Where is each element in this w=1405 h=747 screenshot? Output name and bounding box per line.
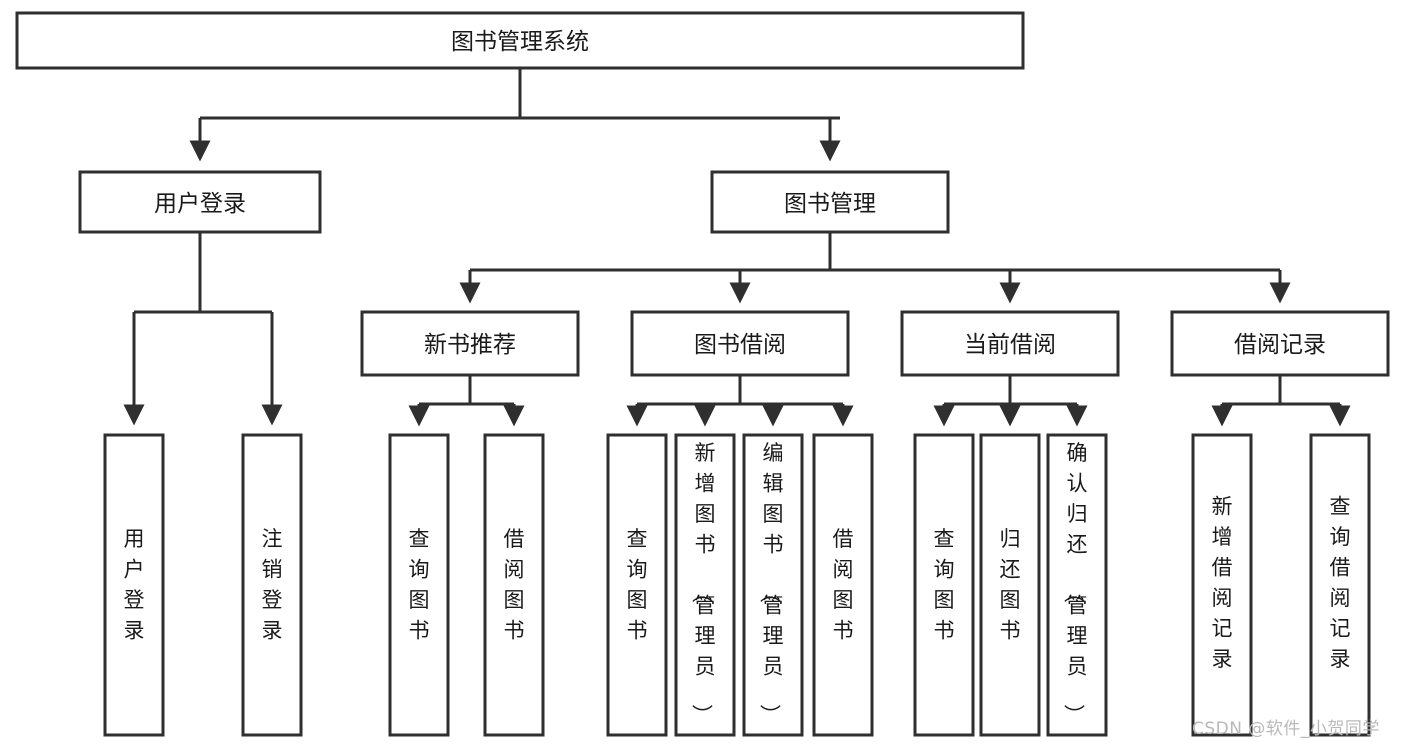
- node-leaf-query-book-1[interactable]: 查询图书: [388, 433, 450, 737]
- node-leaf-edit-book-admin[interactable]: 编辑图书（管理员）: [742, 433, 804, 737]
- node-borrow-record-box[interactable]: [1170, 310, 1390, 377]
- node-leaf-confirm-return-admin-box[interactable]: [1046, 433, 1108, 737]
- node-leaf-add-book-admin[interactable]: 新增图书（管理员）: [674, 433, 736, 737]
- node-book-manage-label: 图书管理: [784, 191, 876, 217]
- node-new-book-rec-label: 新书推荐: [424, 332, 516, 358]
- node-leaf-query-book-3[interactable]: 查询图书: [913, 433, 975, 737]
- node-user-login[interactable]: 用户登录: [78, 170, 322, 234]
- node-book-borrow-box[interactable]: [630, 310, 850, 377]
- node-leaf-add-borrow-record-label: 新增借阅记录: [1212, 495, 1233, 672]
- node-leaf-edit-book-admin-label: 编辑图书（管理员）: [758, 441, 784, 725]
- node-new-book-rec-box[interactable]: [360, 310, 580, 377]
- node-leaf-query-borrow-record-label: 查询借阅记录: [1330, 495, 1351, 672]
- node-leaf-user-login[interactable]: 用户登录: [103, 433, 165, 737]
- node-leaf-query-borrow-record-box[interactable]: [1309, 433, 1371, 737]
- node-book-manage[interactable]: 图书管理: [710, 170, 950, 234]
- node-leaf-query-book-2-box[interactable]: [606, 433, 668, 737]
- node-leaf-add-borrow-record-box[interactable]: [1191, 433, 1253, 737]
- node-leaf-query-borrow-record[interactable]: 查询借阅记录: [1309, 433, 1371, 737]
- node-user-login-box[interactable]: [78, 170, 322, 234]
- node-leaf-query-book-1-box[interactable]: [388, 433, 450, 737]
- node-current-borrow-box[interactable]: [900, 310, 1120, 377]
- node-leaf-logout-label: 注销登录: [262, 527, 283, 643]
- node-leaf-borrow-book-2[interactable]: 借阅图书: [812, 433, 874, 737]
- node-leaf-add-book-admin-box[interactable]: [674, 433, 736, 737]
- node-leaf-user-login-box[interactable]: [103, 433, 165, 737]
- node-leaf-return-book-box[interactable]: [979, 433, 1041, 737]
- node-leaf-add-borrow-record[interactable]: 新增借阅记录: [1191, 433, 1253, 737]
- node-current-borrow-label: 当前借阅: [964, 332, 1056, 358]
- node-root-label: 图书管理系统: [451, 29, 589, 55]
- node-leaf-confirm-return-admin[interactable]: 确认归还（管理员）: [1046, 433, 1108, 737]
- node-root-box[interactable]: [15, 11, 1025, 70]
- node-leaf-borrow-book-1-box[interactable]: [483, 433, 545, 737]
- node-leaf-add-book-admin-label: 新增图书（管理员）: [690, 441, 716, 725]
- node-leaf-return-book-label: 归还图书: [1000, 527, 1021, 643]
- node-book-manage-box[interactable]: [710, 170, 950, 234]
- node-leaf-borrow-book-1-label: 借阅图书: [504, 527, 525, 643]
- node-book-borrow-label: 图书借阅: [694, 332, 786, 358]
- node-leaf-logout[interactable]: 注销登录: [241, 433, 303, 737]
- node-leaf-query-book-3-label: 查询图书: [934, 527, 955, 643]
- node-leaf-query-book-3-box[interactable]: [913, 433, 975, 737]
- node-leaf-user-login-label: 用户登录: [124, 527, 145, 643]
- node-leaf-borrow-book-2-label: 借阅图书: [833, 527, 854, 643]
- node-leaf-return-book[interactable]: 归还图书: [979, 433, 1041, 737]
- node-leaf-edit-book-admin-box[interactable]: [742, 433, 804, 737]
- node-leaf-logout-box[interactable]: [241, 433, 303, 737]
- connector-layer: [123, 68, 1351, 427]
- node-root-system[interactable]: 图书管理系统: [15, 11, 1025, 70]
- node-book-borrow[interactable]: 图书借阅: [630, 310, 850, 377]
- node-current-borrow[interactable]: 当前借阅: [900, 310, 1120, 377]
- node-leaf-query-book-1-label: 查询图书: [409, 527, 430, 643]
- node-leaf-confirm-return-admin-label: 确认归还（管理员）: [1062, 441, 1088, 725]
- node-leaf-borrow-book-2-box[interactable]: [812, 433, 874, 737]
- node-new-book-rec[interactable]: 新书推荐: [360, 310, 580, 377]
- leaf-node-layer: 用户登录 注销登录 查询图书 借阅图书 查询图书 新增图书（管理员） 编辑图书（管理员） 借阅…: [103, 433, 1371, 737]
- node-borrow-record[interactable]: 借阅记录: [1170, 310, 1390, 377]
- node-borrow-record-label: 借阅记录: [1234, 332, 1326, 358]
- node-leaf-query-book-2-label: 查询图书: [627, 527, 648, 643]
- node-leaf-query-book-2[interactable]: 查询图书: [606, 433, 668, 737]
- node-user-login-label: 用户登录: [154, 191, 246, 217]
- node-leaf-borrow-book-1[interactable]: 借阅图书: [483, 433, 545, 737]
